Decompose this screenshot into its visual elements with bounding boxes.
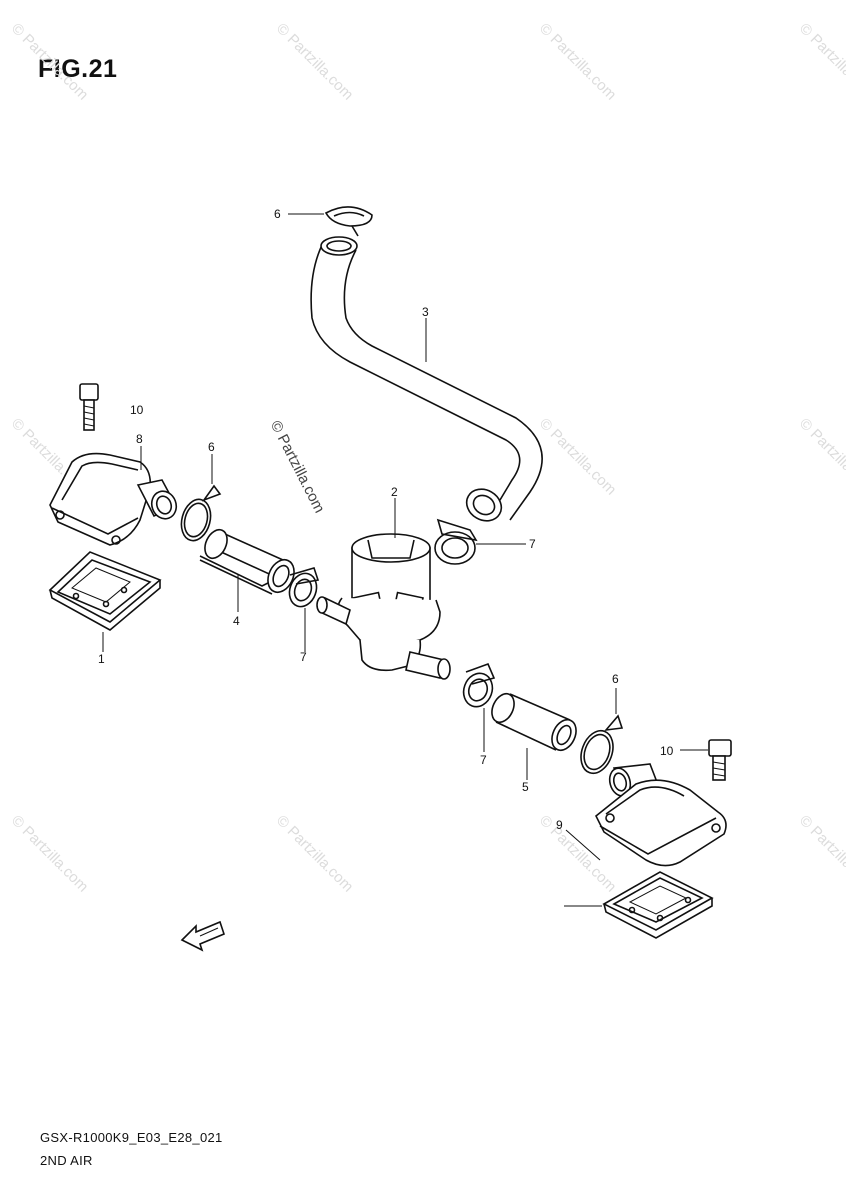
callout-1-left: 1 — [98, 652, 105, 666]
callout-6-left: 6 — [208, 440, 215, 454]
forward-arrow-icon — [180, 920, 225, 952]
reed-valve-part-1-right — [602, 871, 714, 939]
clip-part-6-left — [180, 484, 222, 542]
callout-leader-lines — [102, 213, 708, 907]
callout-10-right: 10 — [660, 744, 674, 758]
callout-7-lower: 7 — [480, 753, 487, 767]
callout-10-left: 10 — [130, 403, 144, 417]
callout-9: 9 — [556, 818, 563, 832]
hose-part-4 — [199, 528, 295, 595]
callout-7-upper: 7 — [529, 537, 536, 551]
bolt-part-10-left — [79, 383, 99, 431]
callout-2: 2 — [391, 485, 398, 499]
hose-clamp-part-7-lower — [462, 662, 496, 708]
hose-part-3 — [310, 236, 543, 522]
hose-clamp-part-7-upper — [434, 518, 478, 565]
callout-5: 5 — [522, 780, 529, 794]
callout-7-left: 7 — [300, 650, 307, 664]
callout-6-right: 6 — [612, 672, 619, 686]
hose-clip-part-6-top — [324, 206, 373, 237]
figure-title: FIG.21 — [38, 55, 118, 83]
reed-valve-cover-part-9 — [594, 763, 727, 867]
clip-part-6-right — [580, 714, 624, 775]
callout-3: 3 — [422, 305, 429, 319]
air-control-valve-part-2 — [316, 533, 451, 680]
callout-6-top: 6 — [274, 207, 281, 221]
section-name: 2ND AIR — [40, 1153, 93, 1168]
diagram-code: GSX-R1000K9_E03_E28_021 — [40, 1130, 223, 1145]
reed-valve-cover-part-8 — [49, 452, 178, 546]
reed-valve-part-1-left — [48, 551, 162, 631]
callout-4: 4 — [233, 614, 240, 628]
callout-8: 8 — [136, 432, 143, 446]
hose-part-5 — [491, 692, 577, 752]
bolt-part-10-right — [708, 739, 732, 781]
hose-clamp-part-7-left — [288, 567, 320, 608]
